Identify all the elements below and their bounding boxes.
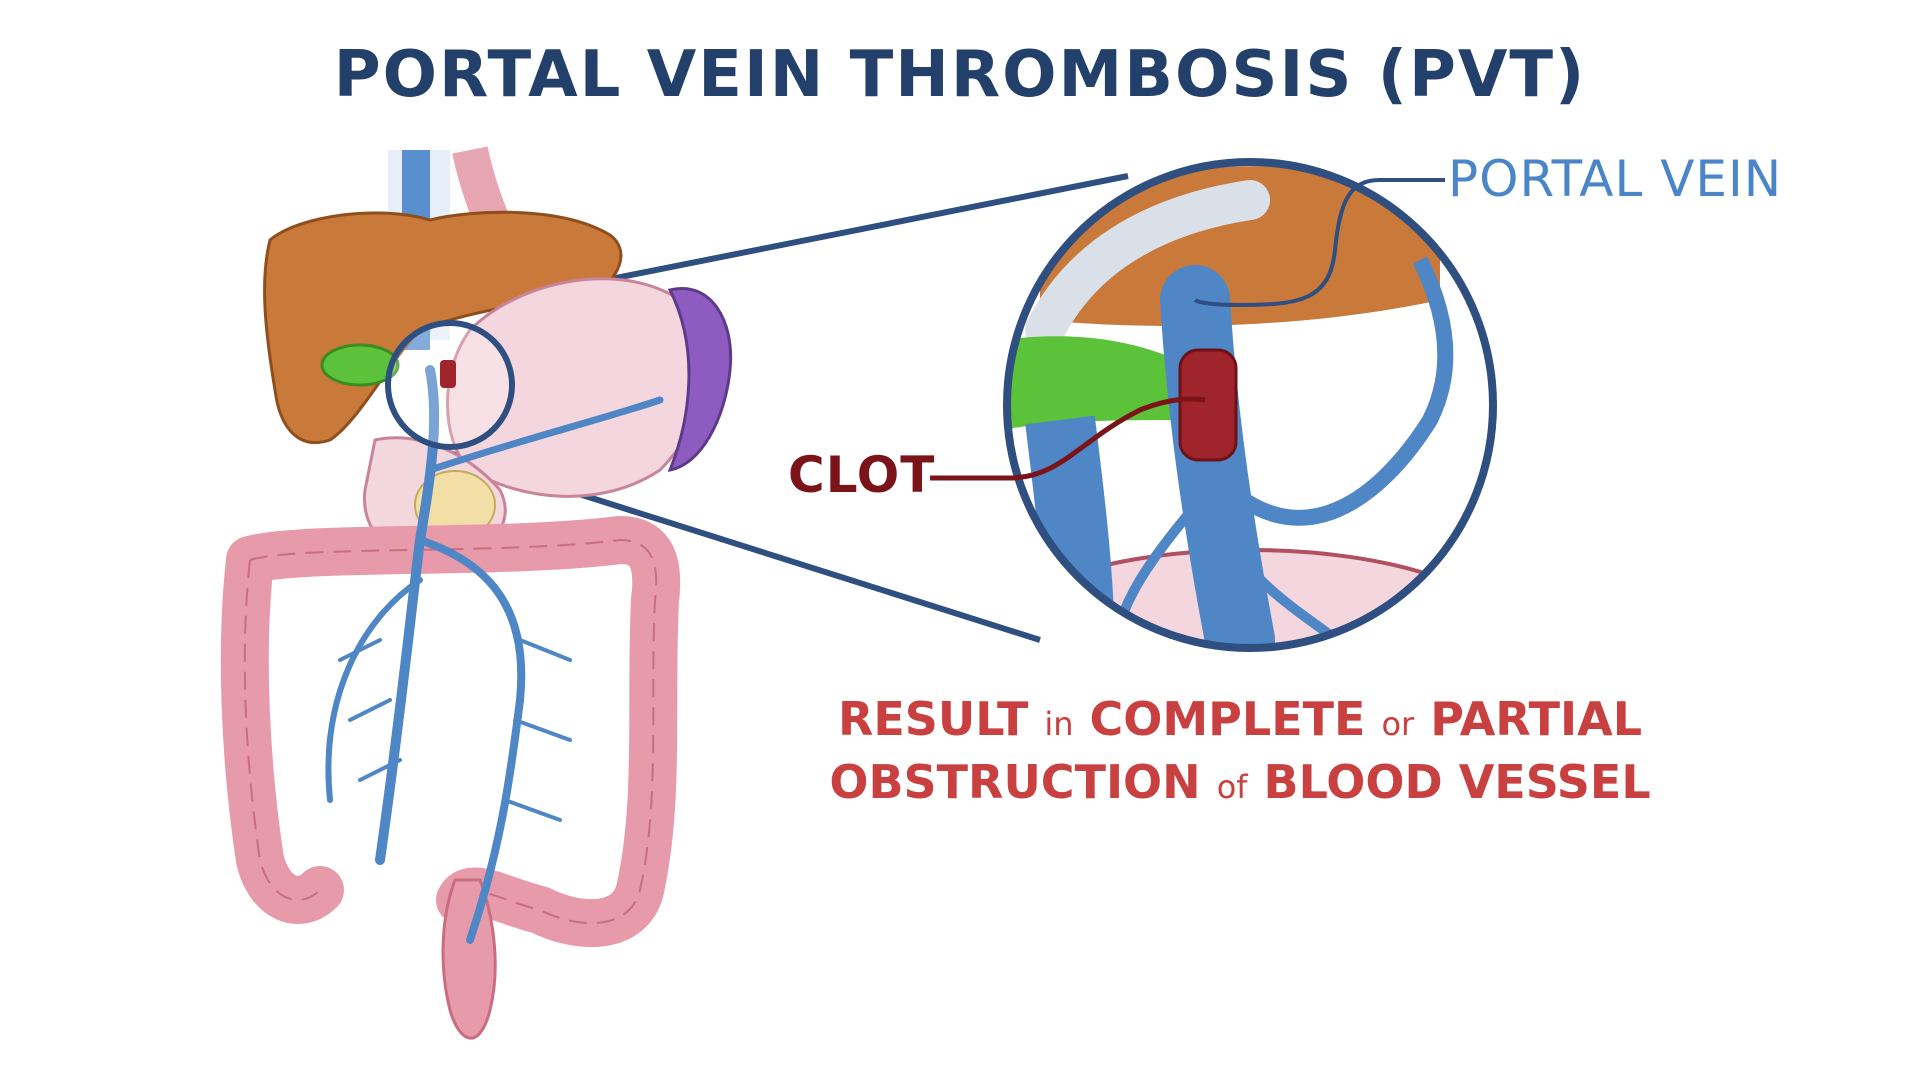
gallbladder [320, 343, 400, 387]
page-title: PORTAL VEIN THROMBOSIS (PVT) [333, 38, 1587, 112]
result-line-1: RESULT in COMPLETE or PARTIAL [820, 690, 1660, 753]
colon [220, 516, 681, 948]
mesenteric-veins [325, 365, 664, 944]
result-word: COMPLETE [1089, 692, 1366, 746]
result-word: RESULT [837, 692, 1029, 746]
spleen [667, 287, 733, 472]
result-word: PARTIAL [1430, 692, 1643, 746]
result-word: OBSTRUCTION [829, 755, 1201, 809]
portal-vein-leader [1193, 178, 1445, 308]
result-word: BLOOD VESSEL [1263, 755, 1651, 809]
result-small-word: or [1381, 705, 1415, 743]
magnifier-large-circle [1003, 158, 1497, 652]
result-small-word: of [1216, 768, 1248, 806]
clot-magnified [1178, 348, 1238, 462]
clot-label: CLOT [788, 446, 936, 504]
result-caption: RESULT in COMPLETE or PARTIAL OBSTRUCTIO… [820, 690, 1660, 816]
rectum [441, 878, 497, 1040]
clot-small [440, 360, 456, 388]
result-line-2: OBSTRUCTION of BLOOD VESSEL [820, 753, 1660, 816]
portal-vein-label: PORTAL VEIN [1448, 150, 1783, 208]
result-small-word: in [1044, 705, 1074, 743]
clot-leader [930, 396, 1206, 481]
magnified-view [1007, 162, 1493, 648]
